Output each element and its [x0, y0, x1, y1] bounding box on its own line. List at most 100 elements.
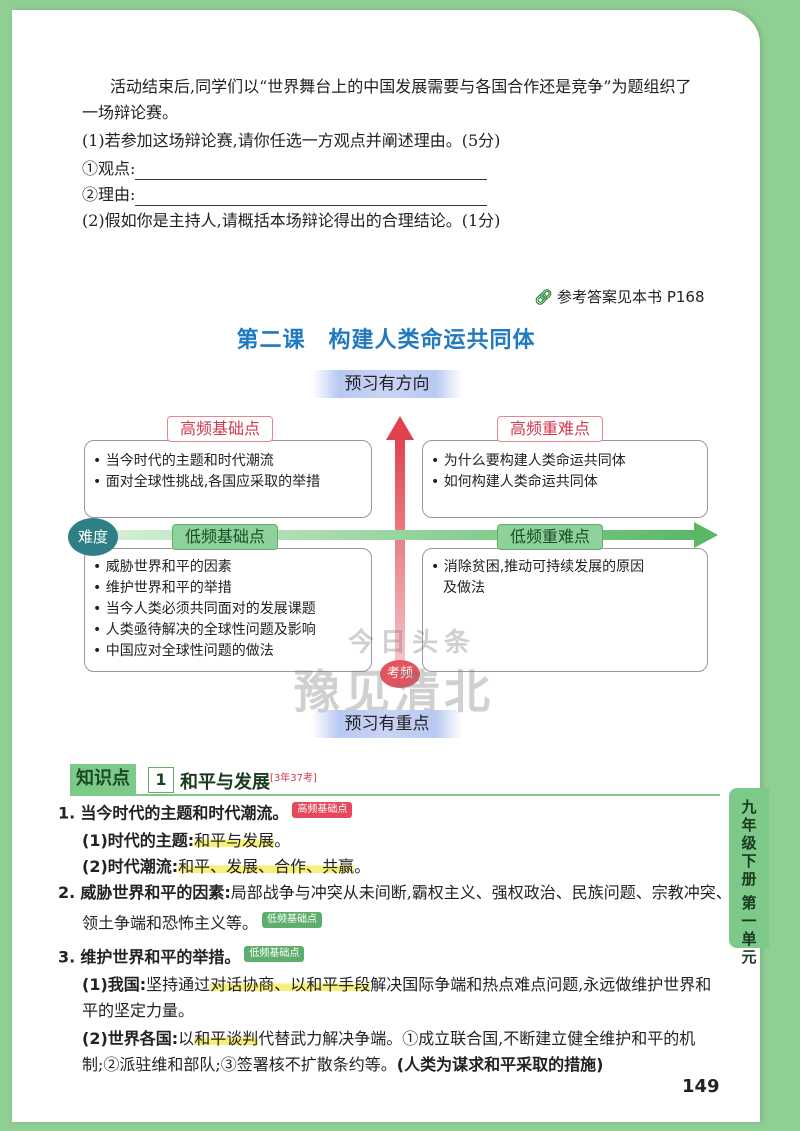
list-item: 威胁世界和平的因素 [93, 557, 371, 578]
quadrant-top-left: 当今时代的主题和时代潮流 面对全球性挑战,各国应采取的举措 [84, 440, 372, 518]
unit-side-tab: 九 年 级 下 册 第 一 单 元 [729, 788, 769, 966]
page-number: 149 [682, 1076, 720, 1097]
knowledge-point-header: 知识点 1 和平与发展[3年37考] [70, 764, 350, 794]
quadrant-bottom-right-list: 消除贫困,推动可持续发展的原因 [423, 549, 707, 578]
knowledge-point-meta: [3年37考] [270, 773, 317, 784]
point-1-heading: 1. 当今时代的主题和时代潮流。高频基础点 [58, 802, 353, 824]
side-tab-char: 下 [741, 852, 757, 870]
point-2-text: 局部战争与冲突从未间断,霸权主义、强权政治、民族问题、宗教冲突、 [230, 883, 732, 902]
point-3a-post: 解决国际争端和热点难点问题,永远做维护世界和 [370, 975, 712, 994]
reason-label: ②理由: [82, 185, 136, 204]
point-1b-value: 和平、发展、合作、共赢 [178, 857, 355, 876]
point-1a: (1)时代的主题:和平与发展。 [82, 830, 290, 852]
point-3-tag: 低频基础点 [244, 946, 305, 962]
point-3b-highlight: 和平谈判 [194, 1029, 259, 1048]
tag-high-freq-key: 高频重难点 [497, 416, 604, 442]
list-item: 为什么要构建人类命运共同体 [431, 451, 707, 472]
view-field[interactable]: ①观点: [82, 158, 488, 180]
point-1b-end: 。 [354, 857, 371, 876]
point-3a: (1)我国:坚持通过对话协商、以和平手段解决国际争端和热点难点问题,永远做维护世… [82, 974, 711, 996]
question-1: (1)若参加这场辩论赛,请你任选一方观点并阐述理由。(5分) [82, 131, 501, 150]
point-3b-pre: 以 [178, 1029, 195, 1048]
list-item: 维护世界和平的举措 [93, 578, 371, 599]
point-1a-label: (1)时代的主题: [82, 831, 195, 850]
side-tab-char: 元 [741, 948, 757, 966]
difficulty-arrow-head [694, 522, 718, 548]
side-tab-char: 单 [741, 930, 757, 948]
point-2: 2. 威胁世界和平的因素:局部战争与冲突从未间断,霸权主义、强权政治、民族问题、… [58, 882, 732, 904]
point-3b-line-2: 制;②派驻维和部队;③签署核不扩散条约等。(人类为谋求和平采取的措施) [82, 1054, 603, 1076]
reason-blank[interactable] [135, 187, 488, 206]
list-item: 面对全球性挑战,各国应采取的举措 [93, 472, 371, 493]
lesson-title: 第二课 构建人类命运共同体 [236, 327, 536, 353]
point-3a-line-2: 平的坚定力量。 [82, 1001, 195, 1020]
point-3-number: 3. [58, 947, 76, 967]
point-2-title: 威胁世界和平的因素: [80, 883, 231, 902]
tag-high-freq-basic: 高频基础点 [167, 416, 274, 442]
preview-bottom-ribbon: 预习有重点 [312, 710, 462, 738]
point-3b: (2)世界各国:以和平谈判代替武力解决争端。①成立联合国,不断建立健全维护和平的… [82, 1028, 695, 1050]
page: 活动结束后,同学们以“世界舞台上的中国发展需要与各国合作还是竞争”为题组织了 一… [12, 10, 769, 1122]
difficulty-axis [90, 530, 700, 540]
point-1-number: 1. [58, 803, 76, 823]
side-tab-char: 第 [741, 894, 757, 912]
point-2-cont: 领土争端和恐怖主义等。低频基础点 [82, 912, 323, 934]
point-1b: (2)时代潮流:和平、发展、合作、共赢。 [82, 856, 370, 878]
point-3b-label: (2)世界各国: [82, 1029, 179, 1048]
quadrant-top-right: 为什么要构建人类命运共同体 如何构建人类命运共同体 [422, 440, 708, 518]
point-1a-end: 。 [274, 831, 291, 850]
knowledge-point-underline [70, 794, 720, 796]
list-item: 如何构建人类命运共同体 [431, 472, 707, 493]
point-1a-value: 和平与发展 [194, 831, 275, 850]
side-tab-char: 册 [741, 870, 757, 888]
side-tab-char: 级 [741, 834, 757, 852]
tag-low-freq-key: 低频重难点 [497, 524, 604, 550]
difficulty-badge: 难度 [68, 518, 118, 556]
point-3-title: 维护世界和平的举措。 [80, 947, 241, 967]
view-blank[interactable] [135, 161, 488, 180]
point-3a-label: (1)我国: [82, 975, 147, 994]
watermark-line-1: 今日头条 [348, 628, 477, 658]
side-tab-char: 年 [741, 816, 757, 834]
answer-reference: 🔗︎参考答案见本书 P168 [534, 286, 705, 307]
point-1b-label: (2)时代潮流: [82, 857, 179, 876]
answer-reference-text: 参考答案见本书 P168 [557, 288, 705, 306]
link-icon: 🔗︎ [534, 288, 554, 306]
quadrant-bottom-left: 威胁世界和平的因素 维护世界和平的举措 当今人类必须共同面对的发展课题 人类亟待… [84, 548, 372, 672]
preview-top-ribbon: 预习有方向 [312, 370, 462, 398]
knowledge-point-number: 1 [148, 767, 174, 793]
knowledge-point-title-wrap: 和平与发展[3年37考] [180, 764, 317, 794]
point-3a-pre: 坚持通过 [146, 975, 211, 994]
list-item: 消除贫困,推动可持续发展的原因 [431, 557, 707, 578]
knowledge-point-label: 知识点 [70, 764, 136, 794]
point-3b-post: 代替武力解决争端。①成立联合国,不断建立健全维护和平的机 [258, 1029, 696, 1048]
reason-field[interactable]: ②理由: [82, 184, 488, 206]
list-item: 人类亟待解决的全球性问题及影响 [93, 620, 371, 641]
frequency-badge: 考频 [380, 660, 420, 688]
list-item: 当今人类必须共同面对的发展课题 [93, 599, 371, 620]
quadrant-top-left-list: 当今时代的主题和时代潮流 面对全球性挑战,各国应采取的举措 [85, 441, 371, 493]
question-2: (2)假如你是主持人,请概括本场辩论得出的合理结论。(1分) [82, 211, 501, 230]
point-3b-note: (人类为谋求和平采取的措施) [396, 1055, 604, 1074]
knowledge-point-title: 和平与发展 [180, 772, 270, 793]
point-3-heading: 3. 维护世界和平的举措。低频基础点 [58, 946, 305, 968]
point-3b-text-2: 制;②派驻维和部队;③签署核不扩散条约等。 [82, 1055, 397, 1074]
point-2-tag: 低频基础点 [262, 912, 323, 928]
intro-line-2: 一场辩论赛。 [82, 103, 179, 122]
frequency-arrow-head [386, 416, 414, 440]
list-item: 当今时代的主题和时代潮流 [93, 451, 371, 472]
point-1-title: 当今时代的主题和时代潮流。 [80, 803, 289, 823]
view-label: ①观点: [82, 159, 136, 178]
quadrant-bottom-right-cont: 及做法 [443, 580, 485, 596]
list-item: 中国应对全球性问题的做法 [93, 641, 371, 662]
point-2-text-2: 领土争端和恐怖主义等。 [82, 913, 259, 933]
tag-low-freq-basic: 低频基础点 [172, 524, 279, 550]
intro-line-1: 活动结束后,同学们以“世界舞台上的中国发展需要与各国合作还是竞争”为题组织了 [110, 77, 692, 96]
point-2-number: 2. [58, 883, 76, 902]
quadrant-bottom-left-list: 威胁世界和平的因素 维护世界和平的举措 当今人类必须共同面对的发展课题 人类亟待… [85, 549, 371, 662]
point-1-tag: 高频基础点 [292, 802, 353, 818]
point-3a-highlight: 对话协商、以和平手段 [210, 975, 371, 994]
quadrant-top-right-list: 为什么要构建人类命运共同体 如何构建人类命运共同体 [423, 441, 707, 493]
side-tab-char: 九 [741, 798, 757, 816]
side-tab-char: 一 [741, 912, 757, 930]
